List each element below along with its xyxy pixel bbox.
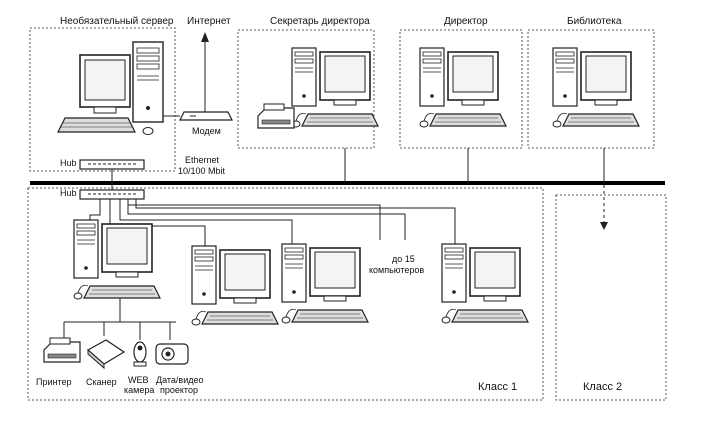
link-more-computers — [127, 199, 406, 240]
link-class1-pc4 — [135, 199, 456, 244]
modem-icon — [179, 111, 233, 121]
projector-icon — [155, 343, 189, 365]
director-secretary-label: Секретарь директора — [270, 16, 370, 27]
camera-label: камера — [124, 385, 154, 395]
link-class1-pc1 — [89, 199, 101, 222]
internet-arrow-icon — [201, 32, 209, 42]
hub-top-icon — [79, 159, 145, 170]
link-more-computers-2 — [128, 204, 381, 240]
scanner-icon — [86, 339, 126, 370]
secretary-computer-icon — [291, 47, 379, 128]
web-camera-icon — [133, 341, 147, 367]
server-keyboard-icon — [57, 117, 154, 135]
projector-label: проектор — [160, 385, 198, 395]
director-box — [399, 29, 523, 149]
secretary-box — [237, 29, 375, 149]
hub-bottom-icon — [79, 189, 145, 200]
director-label: Директор — [444, 16, 488, 27]
up-to-15-computers-label: компьютеров — [369, 265, 424, 275]
modem-label: Модем — [192, 126, 221, 136]
web-label: WEB — [128, 375, 149, 385]
ethernet-label: Ethernet — [185, 155, 220, 165]
library-label: Библиотека — [567, 15, 622, 27]
class1-computer-2-icon — [191, 245, 279, 326]
projector-data-label: Дата/видео — [156, 375, 204, 385]
server-tower-icon — [132, 41, 164, 123]
scanner-label: Сканер — [86, 377, 117, 387]
library-box — [527, 29, 655, 149]
class2-box — [555, 194, 667, 401]
library-computer-icon — [552, 47, 640, 128]
printer-label: Принтер — [36, 377, 72, 387]
secretary-printer-icon — [257, 103, 295, 129]
internet-label: Интернет — [187, 16, 231, 27]
link-class1-pc2 — [109, 199, 206, 248]
printer-icon — [43, 337, 81, 363]
class1-computer-3-icon — [281, 243, 369, 324]
hub-top-label: Hub — [60, 158, 77, 168]
optional-server-label: Необязательный сервер — [60, 15, 174, 27]
server-monitor-icon — [79, 54, 131, 114]
up-to-15-label: до 15 — [392, 254, 415, 264]
class2-label: Класс 2 — [583, 381, 622, 393]
hub-bottom-label: Hub — [60, 188, 77, 198]
class1-computer-1-icon — [73, 219, 161, 300]
class1-computer-4-icon — [441, 243, 529, 324]
class1-box — [27, 187, 544, 401]
link-class1-pc3 — [119, 199, 293, 246]
ethernet-speed-label: 10/100 Mbit — [178, 166, 226, 176]
peripheral-links — [63, 298, 176, 340]
server-room-box — [29, 27, 176, 172]
class2-arrow-icon — [600, 222, 608, 230]
class1-label: Класс 1 — [478, 381, 517, 393]
director-computer-icon — [419, 47, 507, 128]
